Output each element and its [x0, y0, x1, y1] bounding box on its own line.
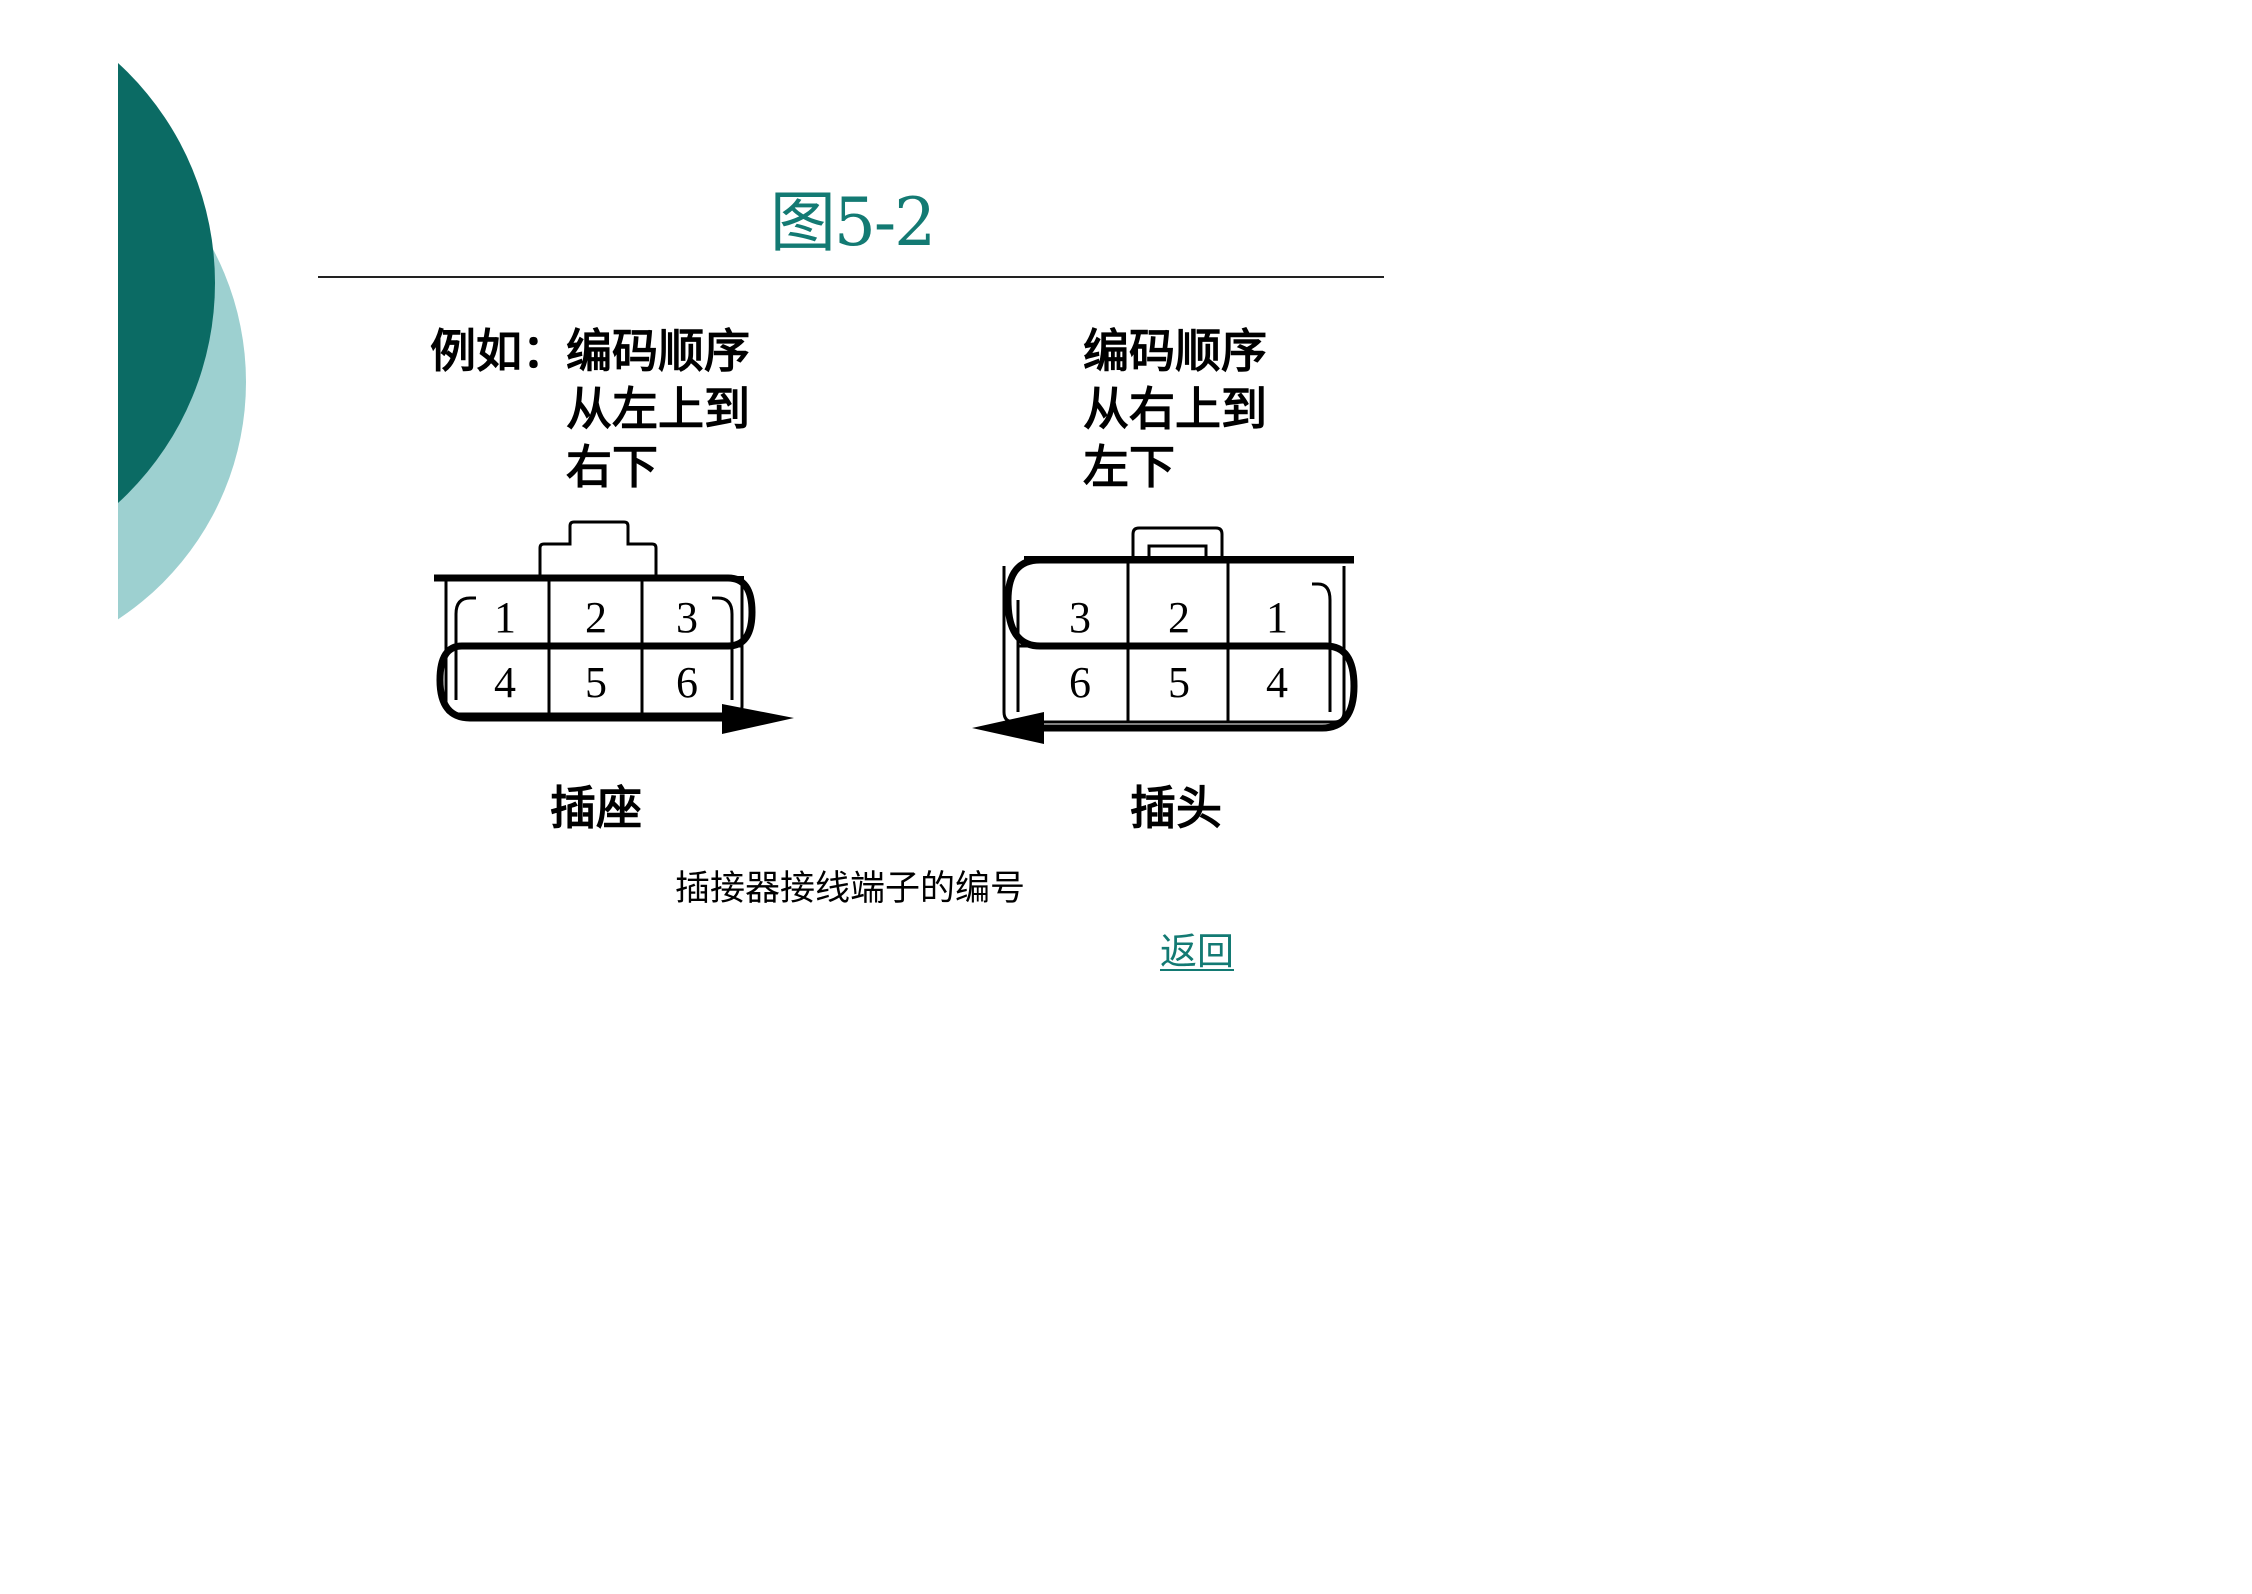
socket-order-arrowhead [722, 704, 794, 734]
socket-label: 插座 [550, 781, 642, 835]
plug-cell-1: 1 [1266, 593, 1288, 642]
socket-order-line-3: 右下 [566, 440, 658, 494]
slide-title: 图5-2 [769, 184, 936, 261]
plug-order-line-3: 左下 [1083, 440, 1175, 494]
socket-order-path [434, 574, 756, 722]
plug-cell-4: 4 [1266, 658, 1288, 707]
socket-diagram [434, 520, 794, 734]
socket-cell-3: 3 [676, 593, 698, 642]
socket-cell-5: 5 [585, 658, 607, 707]
connector-diagram: 1 2 3 4 5 6 3 2 1 6 5 4 [434, 520, 1358, 744]
figure-caption: 插接器接线端子的编号 [674, 869, 1025, 909]
title-divider [318, 276, 1384, 278]
socket-cell-1: 1 [494, 593, 516, 642]
plug-diagram [972, 526, 1358, 744]
socket-order-line-2: 从左上到 [566, 382, 750, 436]
decorative-circles [118, 63, 246, 620]
socket-order-line-1: 编码顺序 [566, 324, 750, 378]
plug-order-path [1004, 556, 1358, 732]
plug-latch [1131, 526, 1224, 558]
back-link[interactable]: 返回 [1160, 930, 1234, 973]
dark-teal-circle [118, 63, 215, 503]
plug-order-arrowhead [972, 712, 1044, 744]
plug-cell-5: 5 [1168, 658, 1190, 707]
plug-order-line-2: 从右上到 [1083, 382, 1267, 436]
socket-latch [538, 520, 658, 576]
socket-cell-6: 6 [676, 658, 698, 707]
plug-order-line-1: 编码顺序 [1083, 324, 1267, 378]
socket-cell-2: 2 [585, 593, 607, 642]
plug-cell-6: 6 [1069, 658, 1091, 707]
plug-label: 插头 [1130, 781, 1222, 835]
example-prefix: 例如： [430, 324, 568, 378]
socket-cell-4: 4 [494, 658, 516, 707]
plug-cell-2: 2 [1168, 593, 1190, 642]
plug-cell-3: 3 [1069, 593, 1091, 642]
